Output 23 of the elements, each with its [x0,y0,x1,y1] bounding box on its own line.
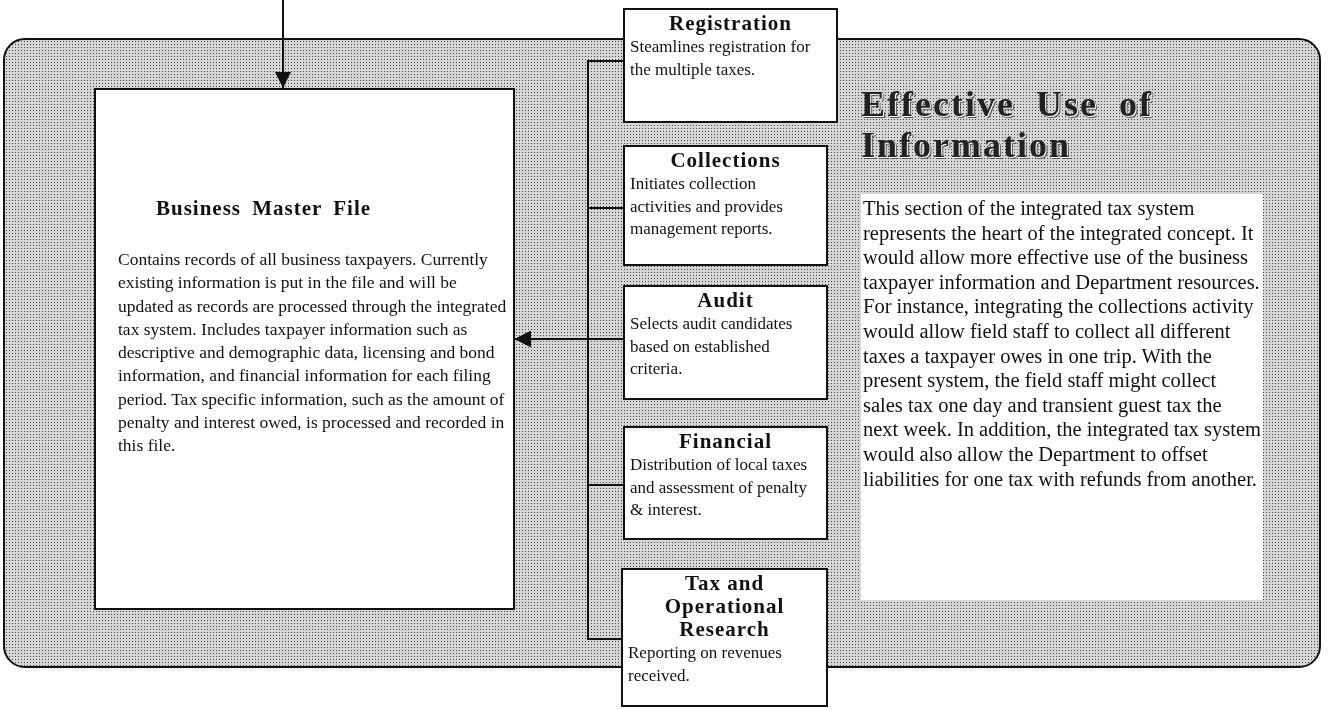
box-description: Initiates collection activities and provides management reports. [630,173,784,241]
module-box [623,426,828,540]
module-box [623,145,828,266]
box-heading: Audit [696,289,755,313]
box-heading: Collections [669,149,782,173]
master-file-box [94,88,515,610]
connector-arrow [514,331,622,640]
box-description: Contains records of all business taxpayers. Currently existing information is put in the file and will be updated as records are processed through the integrated tax system. Includes taxpayer information such as descriptive and demographic data, licensing and bond information, and financial information for each filing period. Tax specific information, such as the amount of penalty and interest owed, is processed and recorded in this file. [117,248,508,458]
box-heading: Registration [668,12,793,36]
module-box [621,568,828,707]
box-heading: Financial [678,430,773,454]
description-text: This section of the integrated tax system represents the heart of the integrated concept. It would allow more effective use of the business taxpayer information and Department resources. For instance, integrating the collections activity would allow field staff to collect all different taxes a taxpayer owes in one trip. With the present system, the field staff might collect sales tax one day and transient guest tax the next week. In addition, the integrated tax system would also allow the Department to offset liabilities for one tax with refunds from another. [861,194,1263,600]
box-description: Selects audit candidates based on established criteria. [630,313,794,381]
box-heading: Business Master File [156,197,373,221]
box-description: Steamlines registration for the multiple taxes. [630,36,812,81]
connector-arrow [275,0,291,89]
section-heading: Effective Use of Information [861,84,1154,167]
module-box [623,285,828,400]
module-box [623,8,838,123]
box-description: Distribution of local taxes and assessment of penalty & interest. [630,454,809,522]
section-panel [3,38,1321,668]
box-heading: Tax and Operational Research [663,572,786,642]
box-description: Reporting on revenues received. [628,642,783,687]
